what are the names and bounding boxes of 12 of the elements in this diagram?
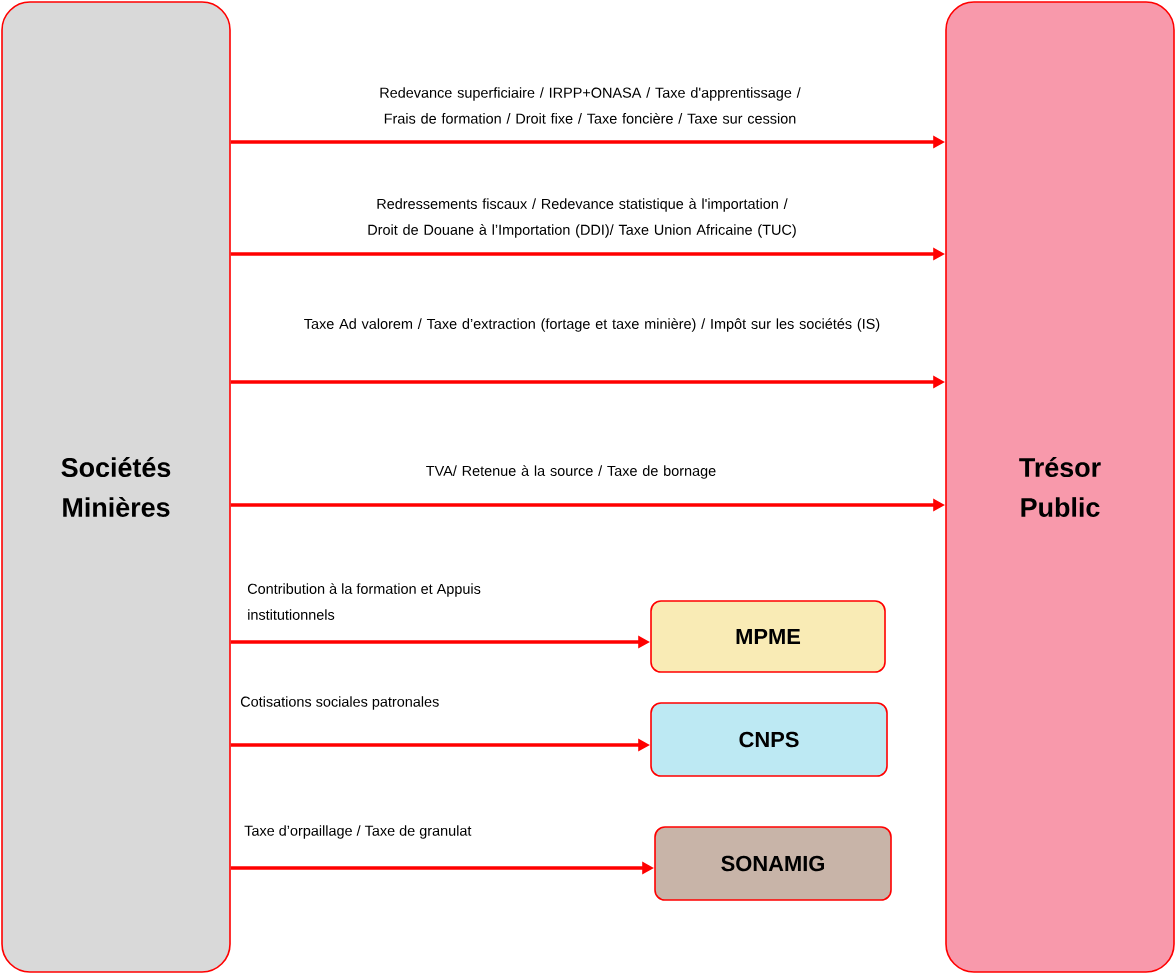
- edge-label: Contribution à la formation et Appuis institutionnels: [247, 583, 481, 620]
- column-box: Sociétés Minières: [1, 1, 231, 973]
- edge-label: Redevance superficiaire / IRPP+ONASA / Taxe d'apprentissage / Frais de formation / Droit fixe / Taxe foncière / Taxe sur cession: [380, 87, 801, 124]
- edge-label: Cotisations sociales patronales: [240, 696, 439, 710]
- recipient-box: MPME: [650, 600, 886, 673]
- recipient-box: CNPS: [650, 702, 888, 777]
- column-box: Trésor Public: [945, 1, 1175, 973]
- edge-label: Redressements fiscaux / Redevance statistique à l'importation / Droit de Douane à l’Importation (DDI)/ Taxe Union Africaine (TUC): [368, 198, 796, 238]
- edge-label: Taxe Ad valorem / Taxe d’extraction (fortage et taxe minière) / Impôt sur les sociétés (IS): [304, 318, 880, 332]
- edge-label: Taxe d’orpaillage / Taxe de granulat: [244, 825, 472, 839]
- edge-label: TVA/ Retenue à la source / Taxe de bornage: [426, 465, 716, 479]
- recipient-box: SONAMIG: [654, 826, 892, 901]
